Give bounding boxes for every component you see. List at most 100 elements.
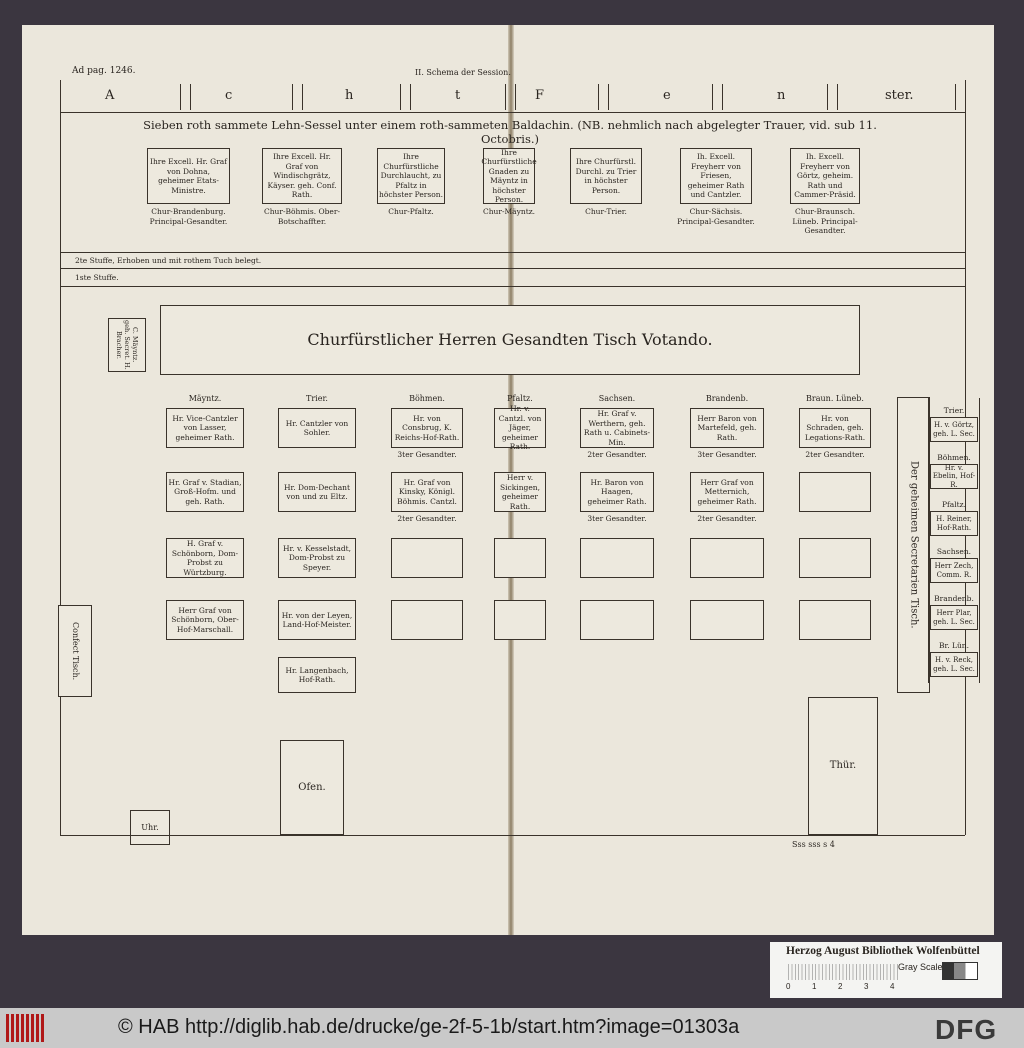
window-divider bbox=[712, 84, 713, 110]
window-letter: n bbox=[777, 88, 786, 103]
secretary-state: Sachsen. bbox=[936, 547, 972, 556]
column-header: Pfaltz. bbox=[507, 394, 533, 403]
envoys-table: Churfürstlicher Herren Gesandten Tisch V… bbox=[160, 305, 860, 375]
envoy-seat: Hr. v. Kesselstadt, Dom-Probst zu Speyer… bbox=[278, 538, 356, 578]
dfg-logo: DFG bbox=[935, 1014, 998, 1045]
window-letter: c bbox=[225, 88, 233, 103]
seat-label: Chur-Brandenburg. Principal-Gesandter. bbox=[149, 207, 228, 226]
secretary-state: Böhmen. bbox=[937, 453, 971, 462]
mayntz-secretary: C. Mäyntz. geh. Secret. H. Bracher. bbox=[108, 318, 146, 372]
envoy-seat: H. Graf v. Schönborn, Dom-Probst zu Würt… bbox=[166, 538, 244, 578]
seat-label: Chur-Pfaltz. bbox=[388, 207, 434, 216]
clock: Uhr. bbox=[130, 810, 170, 845]
seat-box: Ih. Excell. Freyherr von Friesen, geheim… bbox=[680, 148, 752, 204]
gray-scale-label: Gray Scale bbox=[898, 962, 943, 972]
window-divider bbox=[515, 84, 516, 110]
envoy-seat: Hr. von Schraden, geh. Legations-Rath. bbox=[799, 408, 871, 448]
seat-box: Ihre Excell. Hr. Graf von Windischgrätz,… bbox=[262, 148, 342, 204]
envoy-seat: Hr. von der Leyen, Land-Hof-Meister. bbox=[278, 600, 356, 640]
secretaries-table-label: Der geheimen Secretarien Tisch. bbox=[908, 461, 920, 629]
envoy-seat: Herr v. Sickingen, geheimer Rath. bbox=[494, 472, 546, 512]
window-divider bbox=[598, 84, 599, 110]
seat-label: Chur-Sächsis. Principal-Gesandter. bbox=[677, 207, 755, 226]
envoy-seat bbox=[799, 600, 871, 640]
footer-url[interactable]: © HAB http://diglib.hab.de/drucke/ge-2f-… bbox=[118, 1016, 740, 1038]
second-step: 2te Stuffe, Erhoben und mit rothem Tuch … bbox=[75, 256, 262, 265]
envoy-seat bbox=[690, 600, 764, 640]
hab-logo-icon bbox=[6, 1014, 46, 1042]
window-letter: F bbox=[535, 88, 545, 103]
envoy-rank: 2ter Gesandter. bbox=[697, 514, 757, 523]
seat-box: Ihre Churfürstliche Gnaden zu Mäyntz in … bbox=[481, 147, 537, 204]
envoy-rank: 3ter Gesandter. bbox=[587, 514, 647, 523]
column-header: Brandenb. bbox=[705, 394, 749, 403]
envoy-seat: Hr. v. Cantzl. von Jäger, geheimer Rath. bbox=[494, 404, 546, 451]
window-letter: t bbox=[455, 88, 461, 103]
window-letter: ster. bbox=[885, 88, 914, 103]
envoy-rank: 2ter Gesandter. bbox=[587, 450, 647, 459]
envoy-seat bbox=[580, 538, 654, 578]
window-divider bbox=[608, 84, 609, 110]
signature-mark: Sss sss s 4 bbox=[792, 840, 835, 849]
window-divider bbox=[292, 84, 293, 110]
envoy-seat: Herr Baron von Martefeld, geh. Rath. bbox=[690, 408, 764, 448]
gray-scale-swatch bbox=[942, 962, 978, 980]
envoy-seat bbox=[494, 600, 546, 640]
scale-tick: 1 bbox=[812, 982, 817, 991]
window-letter: A bbox=[105, 88, 115, 103]
column-header: Trier. bbox=[306, 394, 328, 403]
window-divider bbox=[837, 84, 838, 110]
envoy-seat: Hr. von Consbrug, K. Reichs-Hof-Rath. bbox=[391, 408, 463, 448]
envoy-seat: Hr. Vice-Cantzler von Lasser, geheimer R… bbox=[166, 408, 244, 448]
secretary-state: Brandenb. bbox=[934, 594, 974, 603]
window-divider bbox=[955, 84, 956, 110]
secretary-seat: H. Reiner, Hof-Rath. bbox=[930, 511, 978, 536]
window-letter: e bbox=[663, 88, 671, 103]
envoy-seat: Herr Graf von Schönborn, Ober-Hof-Marsch… bbox=[166, 600, 244, 640]
seat-label: Chur-Trier. bbox=[585, 207, 627, 216]
scale-tick: 3 bbox=[864, 982, 869, 991]
secretary-seat: H. v. Görtz, geh. L. Sec. bbox=[930, 417, 978, 442]
window-divider bbox=[400, 84, 401, 110]
envoy-seat bbox=[391, 600, 463, 640]
window-divider bbox=[505, 84, 506, 110]
secretary-seat: H. v. Reck, geh. L. Sec. bbox=[930, 652, 978, 677]
canopy-title: Sieben roth sammete Lehn-Sessel unter ei… bbox=[143, 118, 877, 146]
window-divider bbox=[722, 84, 723, 110]
envoy-rank: 3ter Gesandter. bbox=[397, 450, 457, 459]
window-divider bbox=[302, 84, 303, 110]
envoy-seat bbox=[799, 538, 871, 578]
window-divider bbox=[180, 84, 181, 110]
column-header: Sachsen. bbox=[598, 394, 636, 403]
envoy-seat bbox=[494, 538, 546, 578]
library-name: Herzog August Bibliothek Wolfenbüttel bbox=[786, 945, 980, 957]
secretary-state: Br. Lün. bbox=[938, 641, 970, 650]
envoy-seat: Hr. Dom-Dechant von und zu Eltz. bbox=[278, 472, 356, 512]
schema-title: II. Schema der Session. bbox=[415, 68, 511, 77]
envoy-seat: Hr. Cantzler von Sohler. bbox=[278, 408, 356, 448]
scale-tick: 0 bbox=[786, 982, 791, 991]
scale-tick: 2 bbox=[838, 982, 843, 991]
envoy-seat: Hr. Langenbach, Hof-Rath. bbox=[278, 657, 356, 693]
column-header: Böhmen. bbox=[409, 394, 445, 403]
envoy-seat: Herr Graf von Metternich, geheimer Rath. bbox=[690, 472, 764, 512]
envoy-seat bbox=[391, 538, 463, 578]
door: Thür. bbox=[808, 697, 878, 835]
scale-card: Herzog August Bibliothek Wolfenbüttel 0 1… bbox=[770, 942, 1002, 998]
envoy-seat bbox=[690, 538, 764, 578]
envoy-rank: 2ter Gesandter. bbox=[397, 514, 457, 523]
envoy-rank: 3ter Gesandter. bbox=[697, 450, 757, 459]
secretary-state: Trier. bbox=[943, 406, 965, 415]
page-reference: Ad pag. 1246. bbox=[72, 66, 136, 76]
envoy-seat: Hr. Graf v. Stadian, Groß-Hofm. und geh.… bbox=[166, 472, 244, 512]
envoy-seat: Hr. Graf von Kinsky, Königl. Böhmis. Can… bbox=[391, 472, 463, 512]
column-header: Mäyntz. bbox=[188, 394, 222, 403]
secretary-seat: Herr Zech, Comm. R. bbox=[930, 558, 978, 583]
envoy-seat bbox=[799, 472, 871, 512]
stove: Ofen. bbox=[280, 740, 344, 835]
window-letter: h bbox=[345, 88, 354, 103]
secretary-seat: Hr. v. Ebelin, Hof-R. bbox=[930, 464, 978, 489]
first-step: 1ste Stuffe. bbox=[75, 273, 119, 282]
seat-label: Chur-Braunsch. Lüneb. Principal-Gesandte… bbox=[792, 207, 858, 235]
seat-box: Ihre Excell. Hr. Graf von Dohna, geheime… bbox=[147, 148, 230, 204]
